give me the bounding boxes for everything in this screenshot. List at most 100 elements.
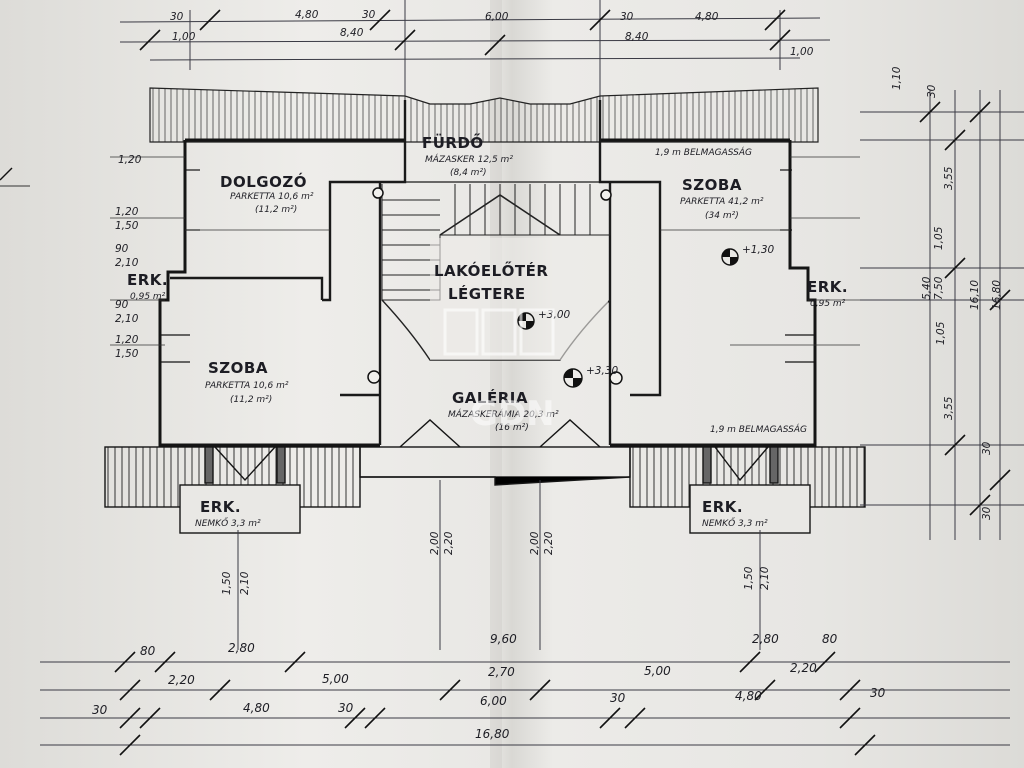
dim-right-e: 1,05 [933,226,945,250]
room-legtere: LÉGTERE [448,284,526,303]
dim-b3-e: 30 [610,691,626,705]
dim-v8: 2,10 [759,566,771,590]
level-markers [517,248,739,388]
dim-right-k: 1,05 [935,321,947,345]
bottom-dimension-lines [40,661,1010,746]
level-1: +1,30 [742,244,774,256]
dim-b1-b: 2,80 [228,641,255,655]
dim-right-c: 3,55 [943,166,955,190]
dim-top-f: 4,80 [695,11,719,23]
dim-b2-a: 2,20 [168,673,195,687]
dim-left-e: 2,10 [115,257,139,269]
room-lakoeloter: LAKÓELŐTÉR [434,260,548,280]
room-dolgozo: DOLGOZÓ [220,172,307,191]
dim-v1: 1,50 [221,571,233,595]
dim-top-e: 30 [620,11,634,23]
galeria-floor: MÁZASKERÁMIA 20,3 m² [448,408,559,420]
balconies [104,419,866,534]
dim-left-d: 90 [115,243,129,255]
dim-b1-e: 80 [822,632,838,646]
dim-top-i: 8,40 [625,31,649,43]
erk-left-area: 0,95 m² [130,292,166,302]
top-dim-ticks [139,9,791,56]
dim-right-j: 30 [981,441,993,455]
dim-left-i: 1,50 [115,348,139,360]
bottom-dim-ticks [114,651,876,756]
dim-left-b: 1,20 [115,206,139,218]
room-erk-right: ERK. [807,278,848,296]
dim-top-a: 30 [170,11,184,23]
belmagassag-top: 1,9 m BELMAGASSÁG [655,146,752,158]
room-szoba-right: SZOBA [682,176,742,194]
dim-v7: 1,50 [743,566,755,590]
dim-left-a: 1,20 [118,154,142,166]
dim-v5: 2,00 [529,531,541,555]
watermark-logo: GDN [443,308,555,434]
dim-right-d: 5,40 [921,276,933,300]
dim-right-h: 16,80 [991,280,1003,310]
dim-b3-f: 4,80 [735,689,762,703]
szoba-right-area: (34 m²) [705,211,739,221]
dim-b2-c: 2,70 [488,665,515,679]
dim-v3: 2,00 [429,531,441,555]
dim-left-f: 90 [115,299,129,311]
szoba-left-floor: PARKETTA 10,6 m² [205,381,289,391]
dim-b1-c: 9,60 [490,632,517,646]
belmagassag-bottom: 1,9 m BELMAGASSÁG [710,423,807,435]
dim-left-c: 1,50 [115,220,139,232]
furdo-floor: MÁZASKER 12,5 m² [425,153,513,165]
dim-top-b: 4,80 [295,9,319,21]
dim-b2-d: 5,00 [644,664,671,678]
dim-left-h: 1,20 [115,334,139,346]
erk-bottom-left-sub: NEMKŐ 3,3 m² [195,518,261,529]
room-erk-bottom-left: ERK. [200,498,241,516]
dim-v2: 2,10 [239,571,251,595]
dim-b1-a: 80 [140,644,156,658]
void-area [430,238,608,360]
galeria-area: (16 m²) [495,423,529,433]
dim-b4: 16,80 [475,727,510,741]
dim-b1-d: 2,80 [752,632,779,646]
dim-right-f: 7,50 [933,276,945,300]
right-dim-ticks [919,101,1011,516]
dolgozo-floor: PARKETTA 10,6 m² [230,192,314,202]
dim-top-h: 8,40 [340,27,364,39]
right-dimension-lines [860,90,1024,540]
dim-right-a: 1,10 [891,66,903,90]
szoba-right-floor: PARKETTA 41,2 m² [680,197,764,207]
dim-v4: 2,20 [443,531,455,555]
szoba-left-area: (11,2 m²) [230,395,272,405]
dolgozo-area: (11,2 m²) [255,205,297,215]
dim-left-g: 2,10 [115,313,139,325]
dim-top-j: 1,00 [790,46,814,58]
room-furdo: FÜRDŐ [422,132,484,152]
dim-right-g: 16,10 [969,280,981,310]
dim-b3-a: 30 [92,703,108,717]
dim-b2-e: 2,20 [790,661,817,675]
room-erk-left: ERK. [127,271,168,289]
room-galeria: GALÉRIA [452,388,528,407]
vertical-dimension-lines [237,480,761,650]
dim-b2-b: 5,00 [322,672,349,686]
room-erk-bottom-right: ERK. [702,498,743,516]
dim-b3-c: 30 [338,701,354,715]
roof-eaves-band [149,87,819,143]
dim-right-i: 3,55 [943,396,955,420]
dim-top-d: 6,00 [485,11,509,23]
left-edge-tick [0,167,13,181]
furdo-area: (8,4 m²) [450,168,487,178]
erk-bottom-right-sub: NEMKŐ 3,3 m² [702,518,768,529]
dim-right-l: 30 [981,506,993,520]
leader-lines [110,156,860,346]
watermark-text: GDN [470,394,555,434]
dim-right-b: 30 [926,84,938,98]
dim-top-c: 30 [362,9,376,21]
dim-b3-g: 30 [870,686,886,700]
dim-top-g: 1,00 [172,31,196,43]
level-3: +3,30 [586,365,618,377]
dim-v6: 2,20 [543,531,555,555]
erk-right-area: 0,95 m² [810,299,846,309]
paper-fold [490,0,502,768]
